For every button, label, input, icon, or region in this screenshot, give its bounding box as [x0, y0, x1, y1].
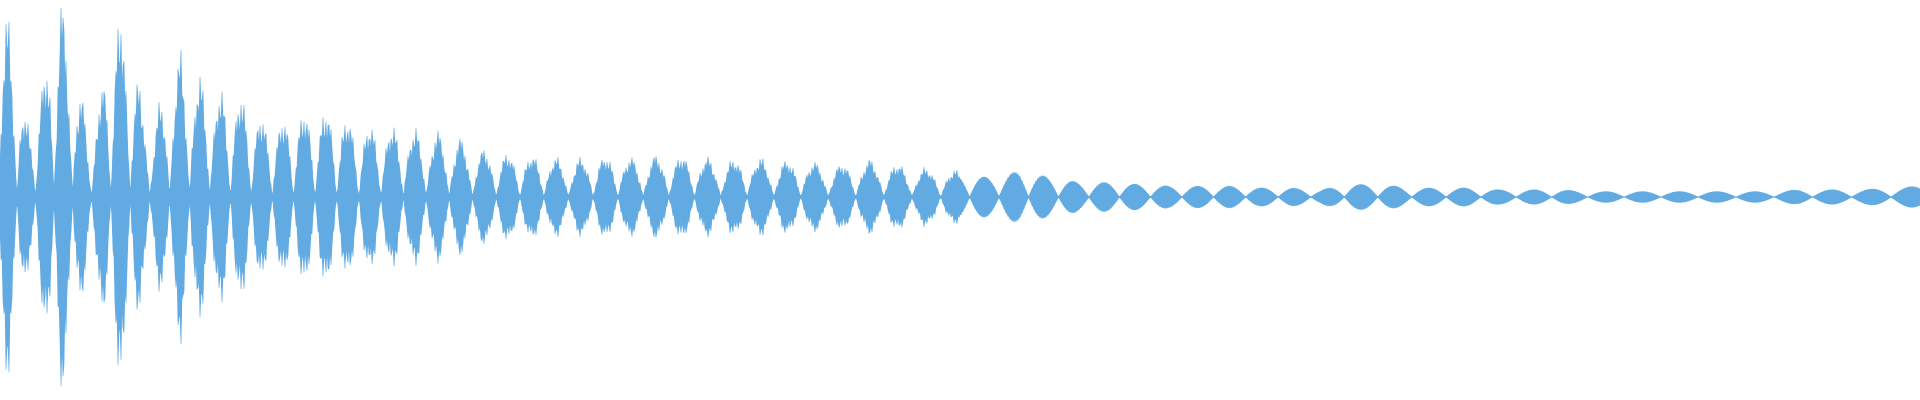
waveform-shape: [0, 7, 1920, 387]
